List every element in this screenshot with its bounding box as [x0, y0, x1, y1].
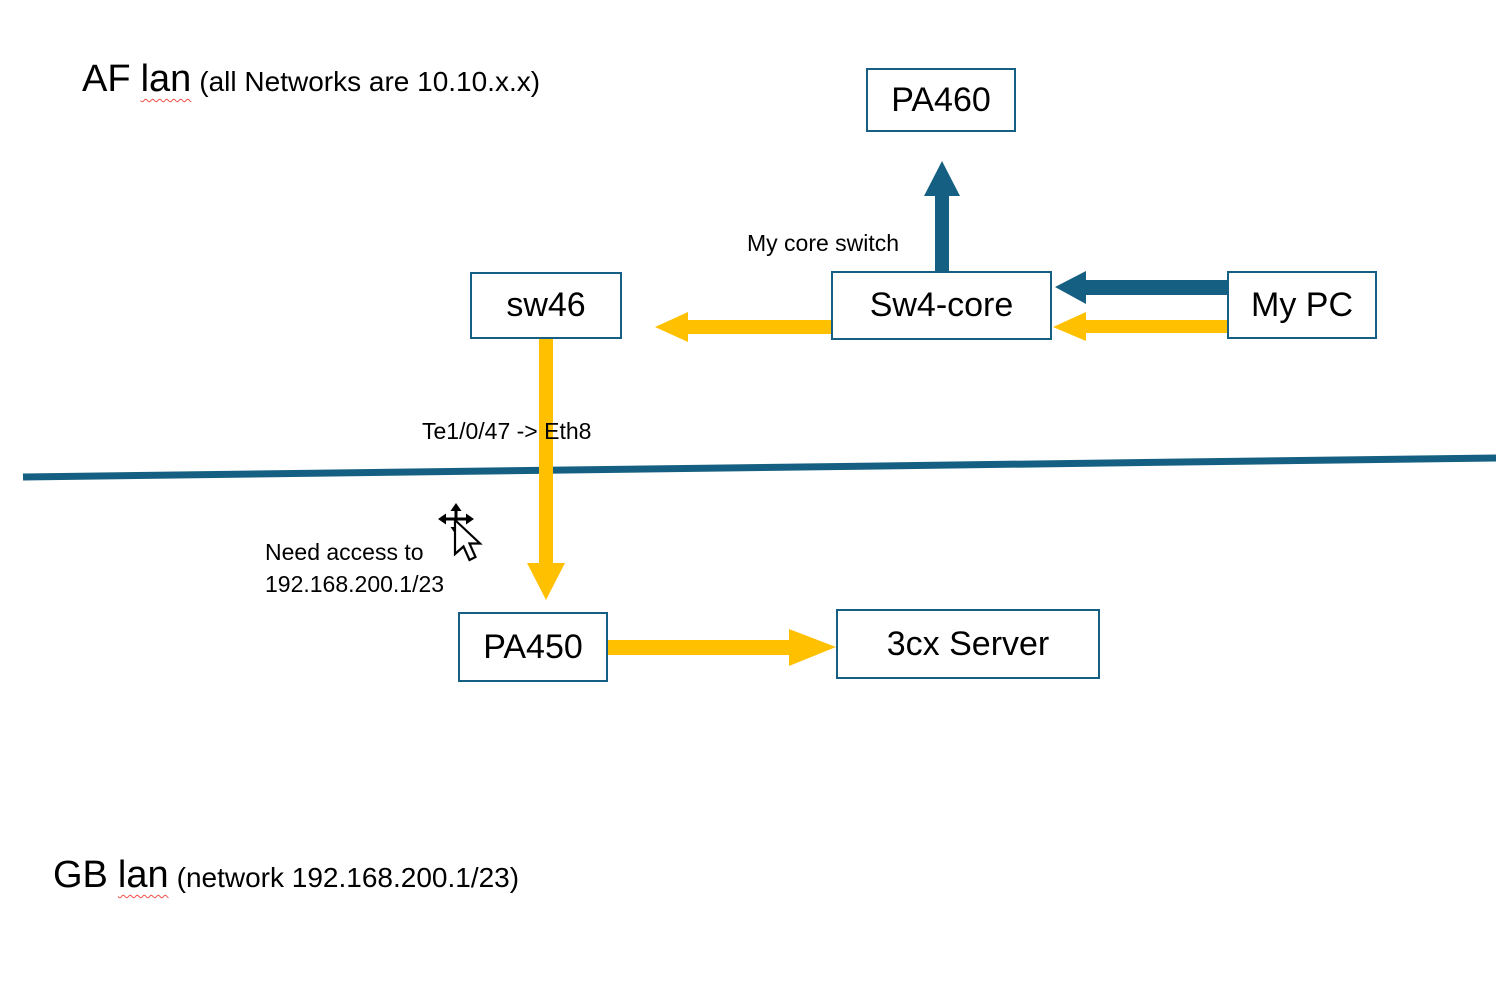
- need-access-annotation: Need access to 192.168.200.1/23: [265, 536, 444, 600]
- af-lan-detail: (all Networks are 10.10.x.x): [199, 66, 541, 97]
- move-cursor-icon: [438, 503, 483, 562]
- node-3cx-server[interactable]: 3cx Server: [836, 609, 1100, 679]
- gb-lan-detail: (network 192.168.200.1/23): [176, 862, 520, 893]
- node-my-pc-label: My PC: [1251, 285, 1353, 324]
- core-switch-annotation: My core switch: [747, 230, 900, 256]
- node-sw4-core[interactable]: Sw4-core: [831, 271, 1052, 340]
- af-lan-prefix: AF: [82, 58, 131, 100]
- node-pa450[interactable]: PA450: [458, 612, 608, 682]
- node-pa460-label: PA460: [891, 80, 991, 119]
- node-pa460[interactable]: PA460: [866, 68, 1016, 132]
- gb-lan-prefix: GB: [53, 854, 108, 896]
- arrow-pa450-to-3cxserver[interactable]: [608, 629, 836, 666]
- arrow-mypc-to-sw4core-blue[interactable]: [1055, 271, 1227, 304]
- arrow-sw4core-to-pa460[interactable]: [924, 161, 960, 271]
- gb-lan-word: lan: [117, 854, 169, 896]
- arrow-sw46-to-pa450[interactable]: [527, 339, 565, 600]
- need-access-line2: 192.168.200.1/23: [265, 571, 445, 597]
- node-3cx-server-label: 3cx Server: [886, 624, 1050, 663]
- need-access-line1: Need access to: [265, 539, 424, 565]
- lan-divider-line[interactable]: [22, 454, 1496, 481]
- arrow-sw4core-to-sw46[interactable]: [655, 312, 831, 342]
- node-sw4-core-label: Sw4-core: [869, 286, 1014, 324]
- node-pa450-label: PA450: [483, 627, 583, 666]
- af-lan-word: lan: [140, 58, 192, 100]
- node-sw46[interactable]: sw46: [470, 272, 622, 339]
- node-my-pc[interactable]: My PC: [1227, 271, 1377, 339]
- arrow-mypc-to-sw4core-yellow[interactable]: [1053, 312, 1227, 341]
- port-mapping-annotation: Te1/0/47 -> Eth8: [422, 418, 592, 444]
- node-sw46-label: sw46: [506, 286, 586, 324]
